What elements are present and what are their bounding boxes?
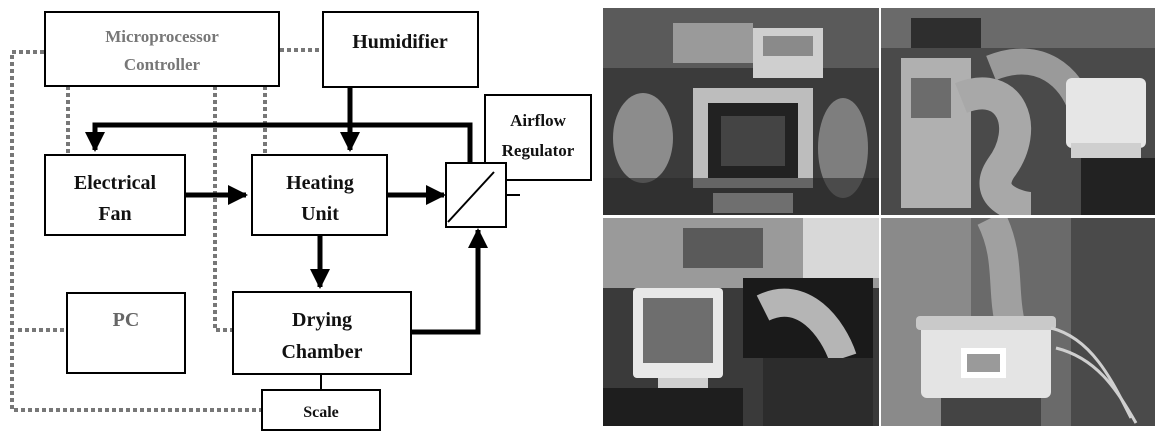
photo-pc-and-chamber [603,218,879,426]
chamber-label-line2: Chamber [281,341,362,363]
heater-label-line1: Heating [286,172,354,194]
heater-label-line2: Unit [301,203,339,225]
controller-box [44,11,280,87]
chamber-label-line1: Drying [292,309,352,331]
control-line-controller-chamber [213,86,233,332]
fan-label-line2: Fan [98,203,131,225]
humidifier-box [322,11,479,88]
valve-symbol [445,162,520,228]
flow-recirculation-fan [85,122,473,162]
heater-box [251,154,388,236]
scale-node: Scale [261,389,381,431]
valve-box [445,162,507,228]
airflow-label-line1: Airflow [510,111,566,130]
chamber-box [232,291,412,375]
flow-chamber-regulator [412,228,488,335]
photo-scale-container [881,218,1155,426]
fan-node: Electrical Fan [44,154,186,236]
pc-node: PC [66,292,186,374]
airflow-regulator-node: Airflow Regulator [484,94,592,181]
scale-box [261,389,381,431]
block-diagram: Microprocessor Controller Humidifier Air… [10,11,592,431]
controller-label-line2: Controller [124,55,201,74]
valve-slash [447,171,495,223]
chamber-node: Drying Chamber [232,291,412,375]
humidifier-label: Humidifier [352,31,448,53]
controller-node: Microprocessor Controller [44,11,280,87]
pc-box [66,292,186,374]
scale-label: Scale [303,404,339,421]
photo-drying-chamber-front [603,8,879,215]
control-line-pc-scale-loop [10,50,262,412]
fan-label-line1: Electrical [74,172,157,194]
airflow-label-line2: Regulator [502,141,575,160]
fan-box [44,154,186,236]
pc-label: PC [113,309,140,331]
flow-lines [85,87,488,390]
humidifier-node: Humidifier [322,11,479,88]
heater-node: Heating Unit [251,154,388,236]
photo-ducting-and-monitor [881,8,1155,215]
controller-label-line1: Microprocessor [105,27,219,46]
control-lines [10,48,322,412]
